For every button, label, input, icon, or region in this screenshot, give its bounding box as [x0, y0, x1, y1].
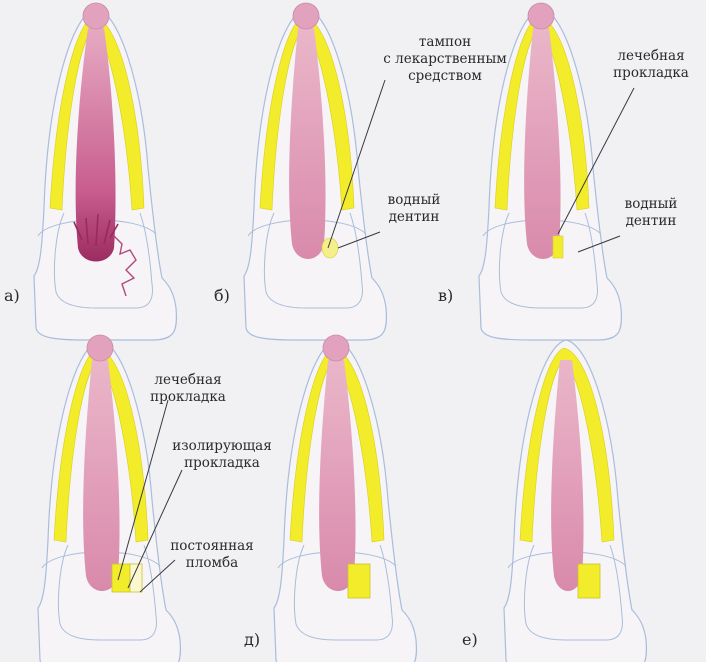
label-tampon-line2: с лекарственным [383, 51, 506, 68]
label-water-dentin-v-line1: водный [625, 196, 678, 213]
panel-b-tooth [244, 3, 386, 340]
label-medical-liner-g: лечебная прокладка [150, 372, 226, 406]
label-insulating-liner-g: изолирующая прокладка [172, 438, 272, 472]
label-permanent-filling-g-line1: постоянная [170, 538, 253, 555]
label-medical-liner-v-line2: прокладка [613, 65, 689, 82]
label-permanent-filling-g-line2: пломба [170, 555, 253, 572]
panel-label-d: д) [244, 630, 260, 649]
panel-label-a: а) [4, 286, 20, 305]
label-water-dentin-b: водный дентин [388, 192, 441, 226]
label-tampon-line3: средством [383, 68, 506, 85]
label-water-dentin-v: водный дентин [625, 196, 678, 230]
label-medical-liner-g-line1: лечебная [150, 372, 226, 389]
label-insulating-liner-g-line2: прокладка [172, 455, 272, 472]
label-water-dentin-v-line2: дентин [625, 213, 678, 230]
label-permanent-filling-g: постоянная пломба [170, 538, 253, 572]
label-medical-liner-v: лечебная прокладка [613, 48, 689, 82]
label-water-dentin-b-line2: дентин [388, 209, 441, 226]
panel-a-tooth [34, 3, 176, 340]
label-tampon: тампон с лекарственным средством [383, 34, 506, 85]
label-medical-liner-v-line1: лечебная [613, 48, 689, 65]
panel-label-b: б) [214, 286, 230, 305]
label-medical-liner-g-line2: прокладка [150, 389, 226, 406]
label-insulating-liner-g-line1: изолирующая [172, 438, 272, 455]
label-water-dentin-b-line1: водный [388, 192, 441, 209]
panel-label-v: в) [438, 286, 453, 305]
panel-e-tooth [504, 340, 646, 662]
panel-d-tooth [274, 335, 416, 662]
label-tampon-line1: тампон [383, 34, 506, 51]
panel-label-e: е) [462, 630, 478, 649]
